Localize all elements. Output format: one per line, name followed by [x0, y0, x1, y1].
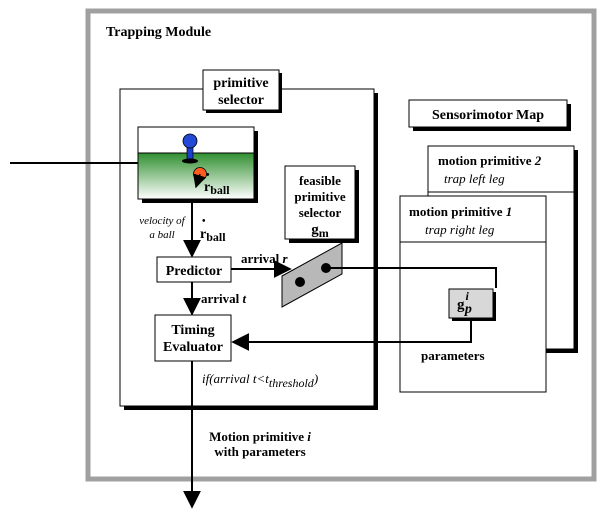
output-label-line1: Motion primitive i [209, 429, 311, 444]
robot-shadow [182, 158, 198, 164]
sensorimotor-map-box [408, 99, 568, 128]
motion-primitive-2-header [427, 145, 575, 193]
line-switch-to-params [326, 267, 497, 288]
param-box [448, 288, 494, 319]
sensor-rdot-dot: • [206, 170, 210, 181]
timing-evaluator-box [154, 314, 232, 362]
motion-primitive-1-subtitle: trap right leg [425, 222, 495, 237]
primitive-selector-line2: selector [218, 93, 264, 108]
trapping-module-title: Trapping Module [106, 25, 211, 40]
velocity-label-line2: a ball [149, 229, 174, 241]
feasible-selector-line2: primitive [294, 189, 345, 204]
selector-switch [281, 242, 343, 308]
arrival-t-label: arrival t [201, 291, 247, 306]
parameters-label: parameters [421, 348, 485, 363]
feasible-selector-line3: selector [299, 205, 342, 220]
condition-label: if(arrival t<tthreshold) [202, 371, 318, 390]
motion-primitive-2-title: motion primitive 2 [438, 153, 542, 168]
motion-primitive-1-header [399, 195, 547, 243]
predictor-box [156, 256, 232, 283]
feasible-selector-line1: feasible [299, 173, 341, 188]
velocity-label-line1: velocity of [139, 215, 186, 227]
motion-primitive-1-title: motion primitive 1 [409, 204, 512, 219]
rdot-ball-dot: • [202, 216, 206, 227]
rdot-ball-label: rball [200, 227, 226, 244]
arrival-r-label: arrival r [241, 251, 289, 266]
output-label-line2: with parameters [214, 444, 305, 459]
timing-evaluator-line1: Timing [171, 323, 214, 338]
primitive-selector-line1: primitive [213, 76, 268, 91]
switch-contact-left-icon [295, 277, 305, 287]
primitive-selector-label-box [202, 69, 280, 111]
arrow-params-to-timing [231, 318, 472, 351]
timing-evaluator-line2: Evaluator [163, 340, 223, 355]
robot-head-icon [182, 133, 198, 149]
feasible-selector-box [284, 165, 356, 240]
sensorimotor-map-title: Sensorimotor Map [432, 108, 544, 123]
feasible-selector-gm: gm [311, 222, 329, 240]
predictor-label: Predictor [166, 264, 223, 279]
trapping-module-frame [85, 8, 597, 482]
motion-primitive-2-subtitle: trap left leg [444, 171, 505, 186]
sensor-rdot-label: rball [204, 180, 230, 197]
ball-velocity-arrow [193, 173, 207, 189]
